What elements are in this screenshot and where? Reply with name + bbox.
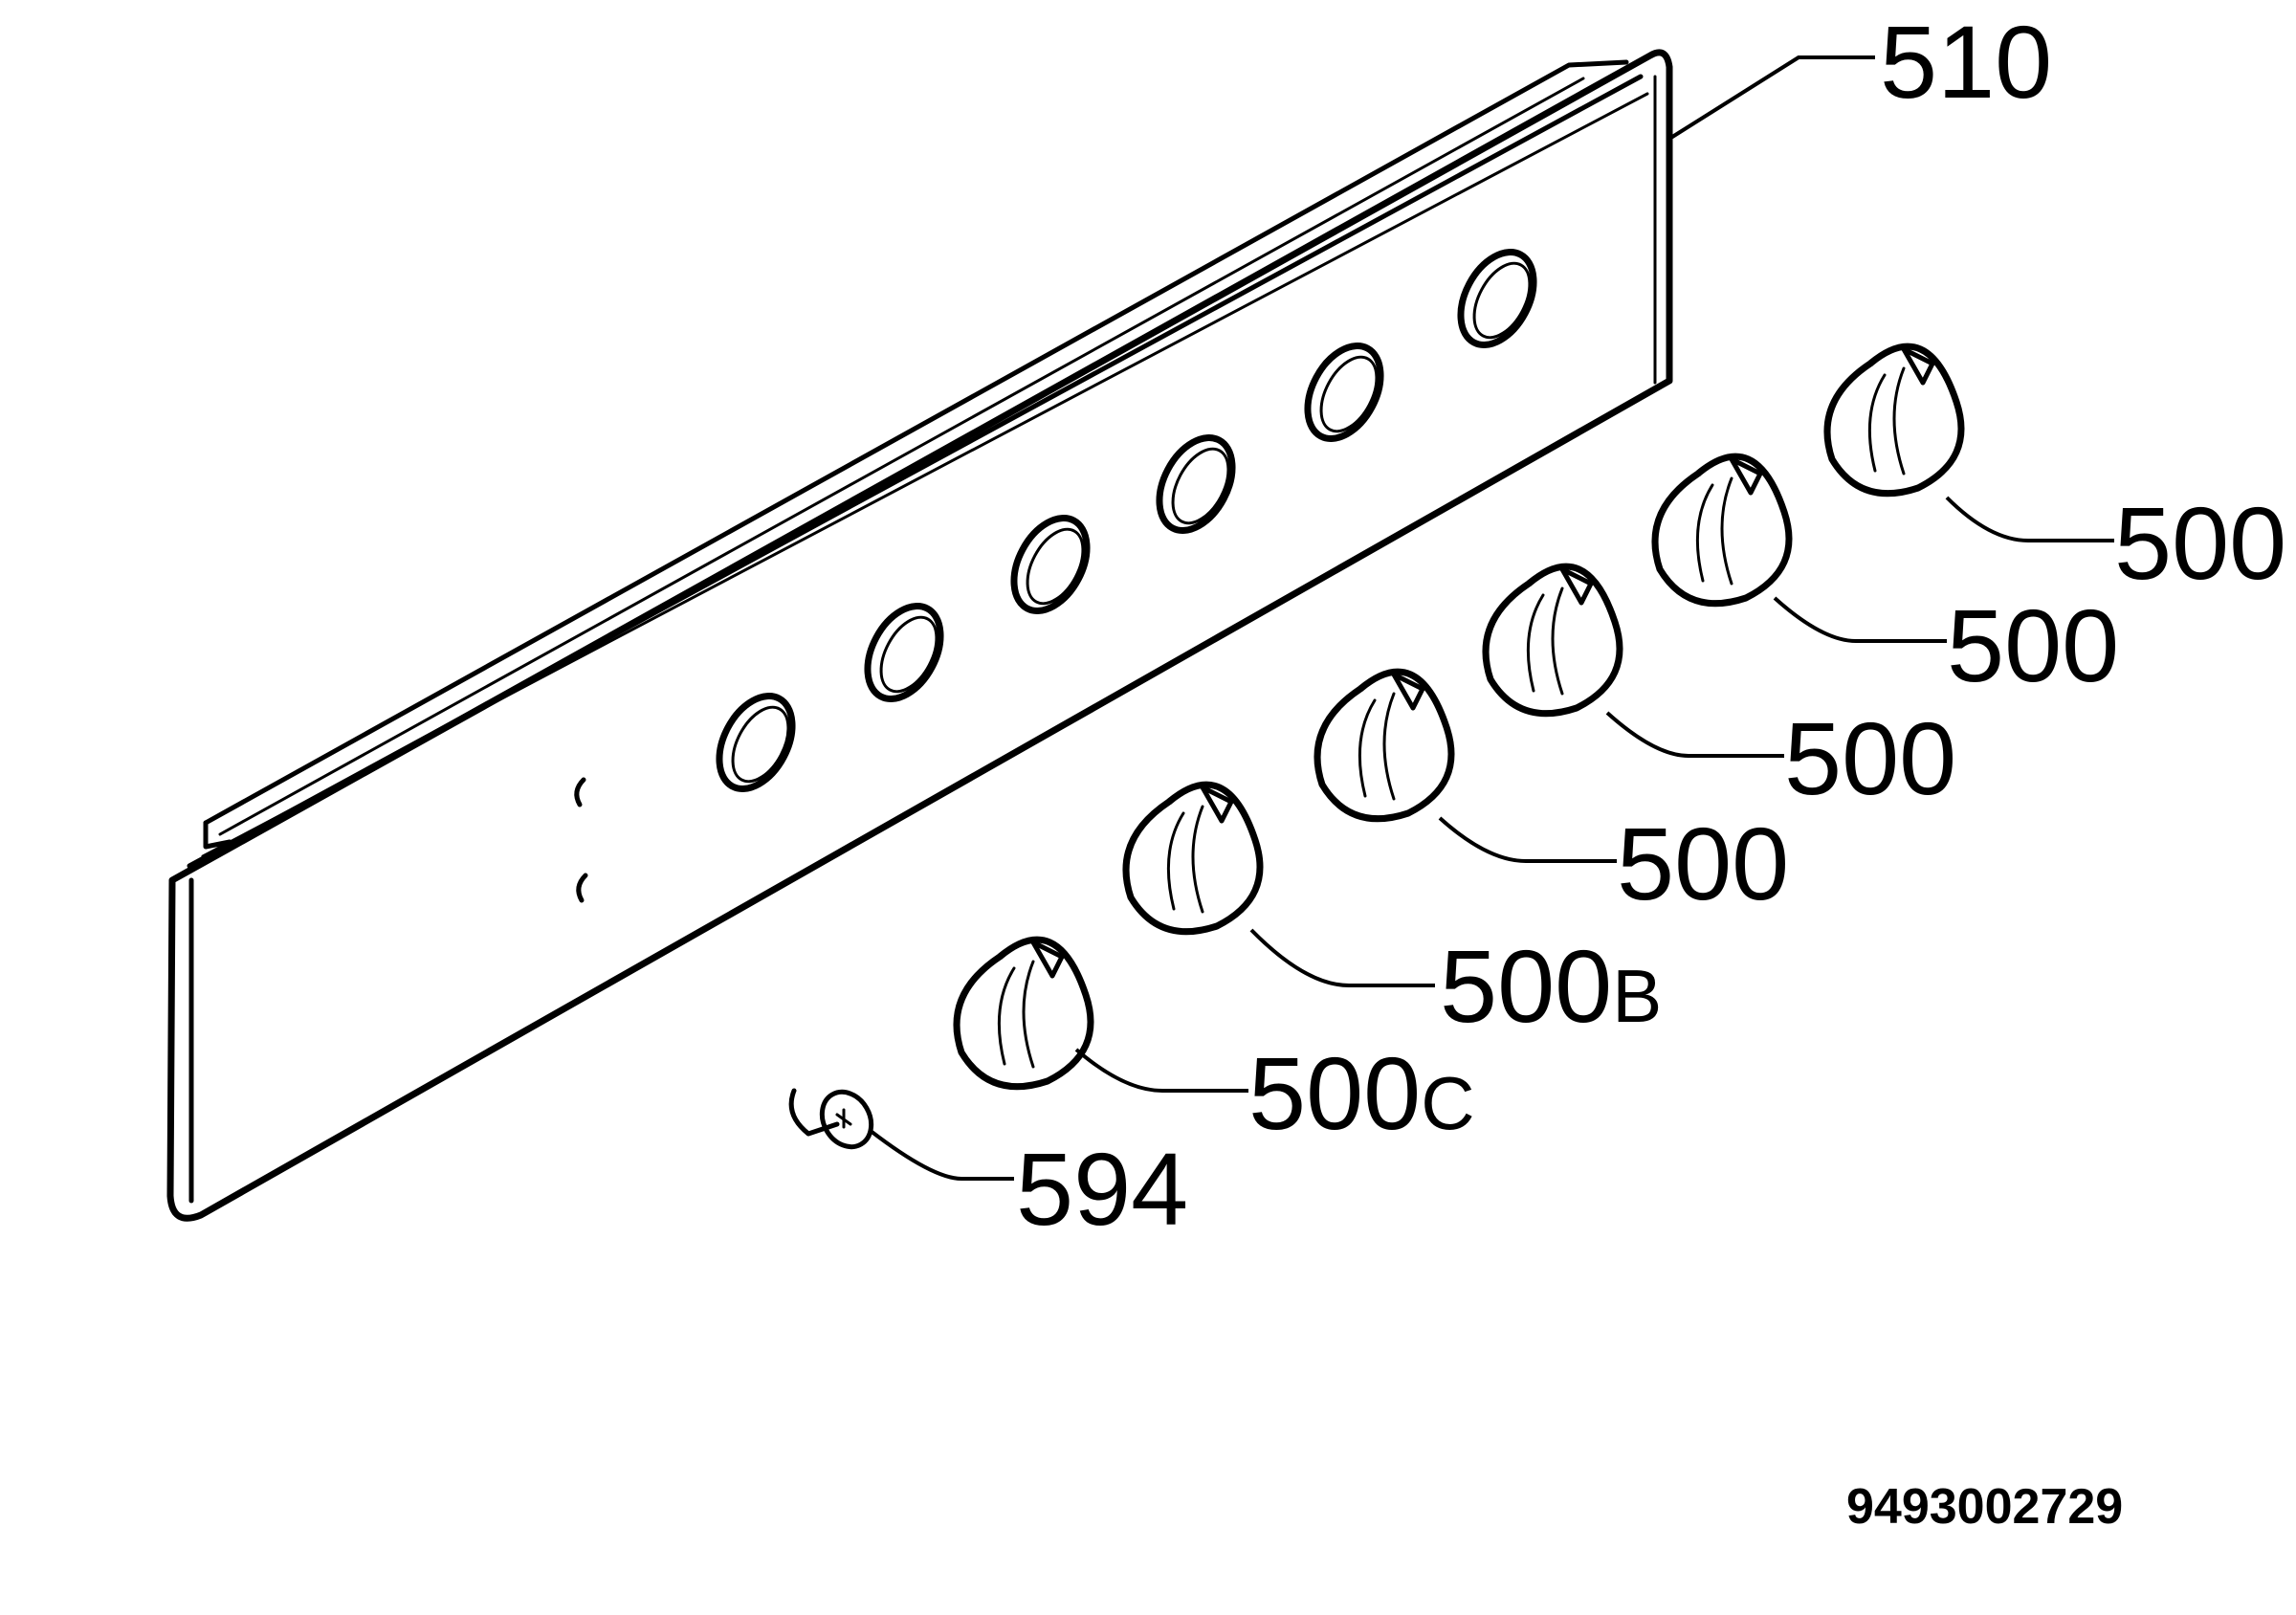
callout-500b: 500B (1440, 928, 1662, 1044)
knob-500-4 (1314, 668, 1455, 823)
control-panel (166, 49, 1673, 1222)
fastener-594 (788, 1088, 874, 1150)
leader-lines (869, 55, 2114, 1181)
knob-500-1 (1823, 343, 1965, 498)
knob-500c (953, 936, 1094, 1091)
callout-594: 594 (1016, 1131, 1188, 1247)
knob-500b (1122, 781, 1264, 936)
callout-500-1: 500 (2114, 485, 2286, 601)
callout-500-4: 500 (1617, 806, 1789, 921)
knob-500-3 (1482, 563, 1623, 718)
callout-500c: 500C (1248, 1035, 1475, 1151)
callout-500-3: 500 (1784, 700, 1956, 816)
callout-510: 510 (1880, 4, 2052, 120)
document-number: 9493002729 (1846, 1479, 2123, 1535)
panel-knob-holes (574, 249, 1537, 903)
knob-500-2 (1651, 453, 1793, 608)
callout-500-2: 500 (1947, 587, 2119, 703)
